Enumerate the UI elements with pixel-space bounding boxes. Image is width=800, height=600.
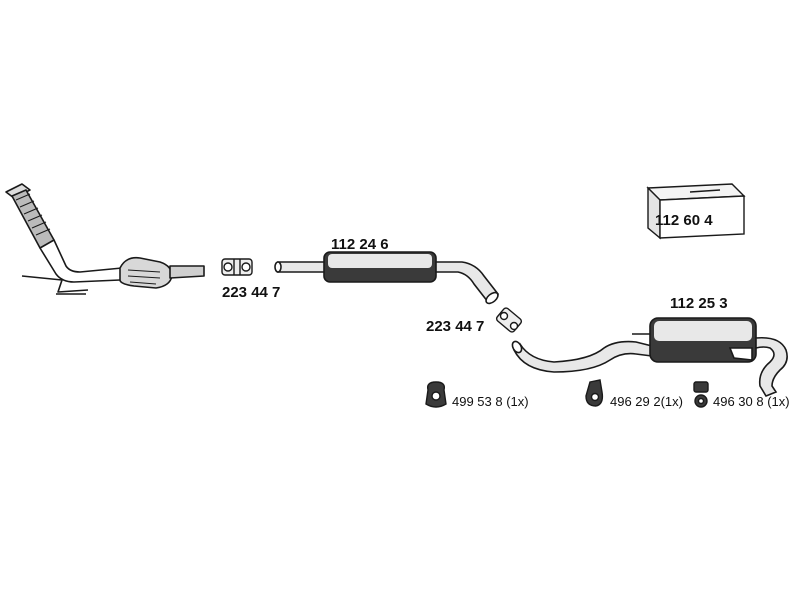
middle-silencer (274, 251, 500, 305)
mount-c-label: 496 30 8 (1x) (713, 394, 790, 409)
box-set-icon (646, 183, 746, 240)
clamp-mid-icon (495, 307, 523, 333)
clamp-mid-label: 223 44 7 (426, 318, 485, 335)
box-set-label: 112 60 4 (655, 212, 713, 229)
mount-b-icon (585, 379, 604, 407)
mount-b-label: 496 29 2(1x) (610, 394, 683, 409)
rear-silencer-label: 112 25 3 (670, 295, 728, 312)
middle-silencer-label: 112 24 6 (331, 236, 389, 253)
clamp-front-icon (221, 258, 253, 276)
mount-a-icon (425, 381, 447, 408)
clamp-front-label: 223 44 7 (222, 284, 281, 301)
rear-silencer (511, 317, 788, 397)
mount-a-label: 499 53 8 (1x) (452, 394, 529, 409)
front-pipe-catalytic-converter (5, 183, 205, 295)
mount-c-icon (693, 381, 709, 408)
